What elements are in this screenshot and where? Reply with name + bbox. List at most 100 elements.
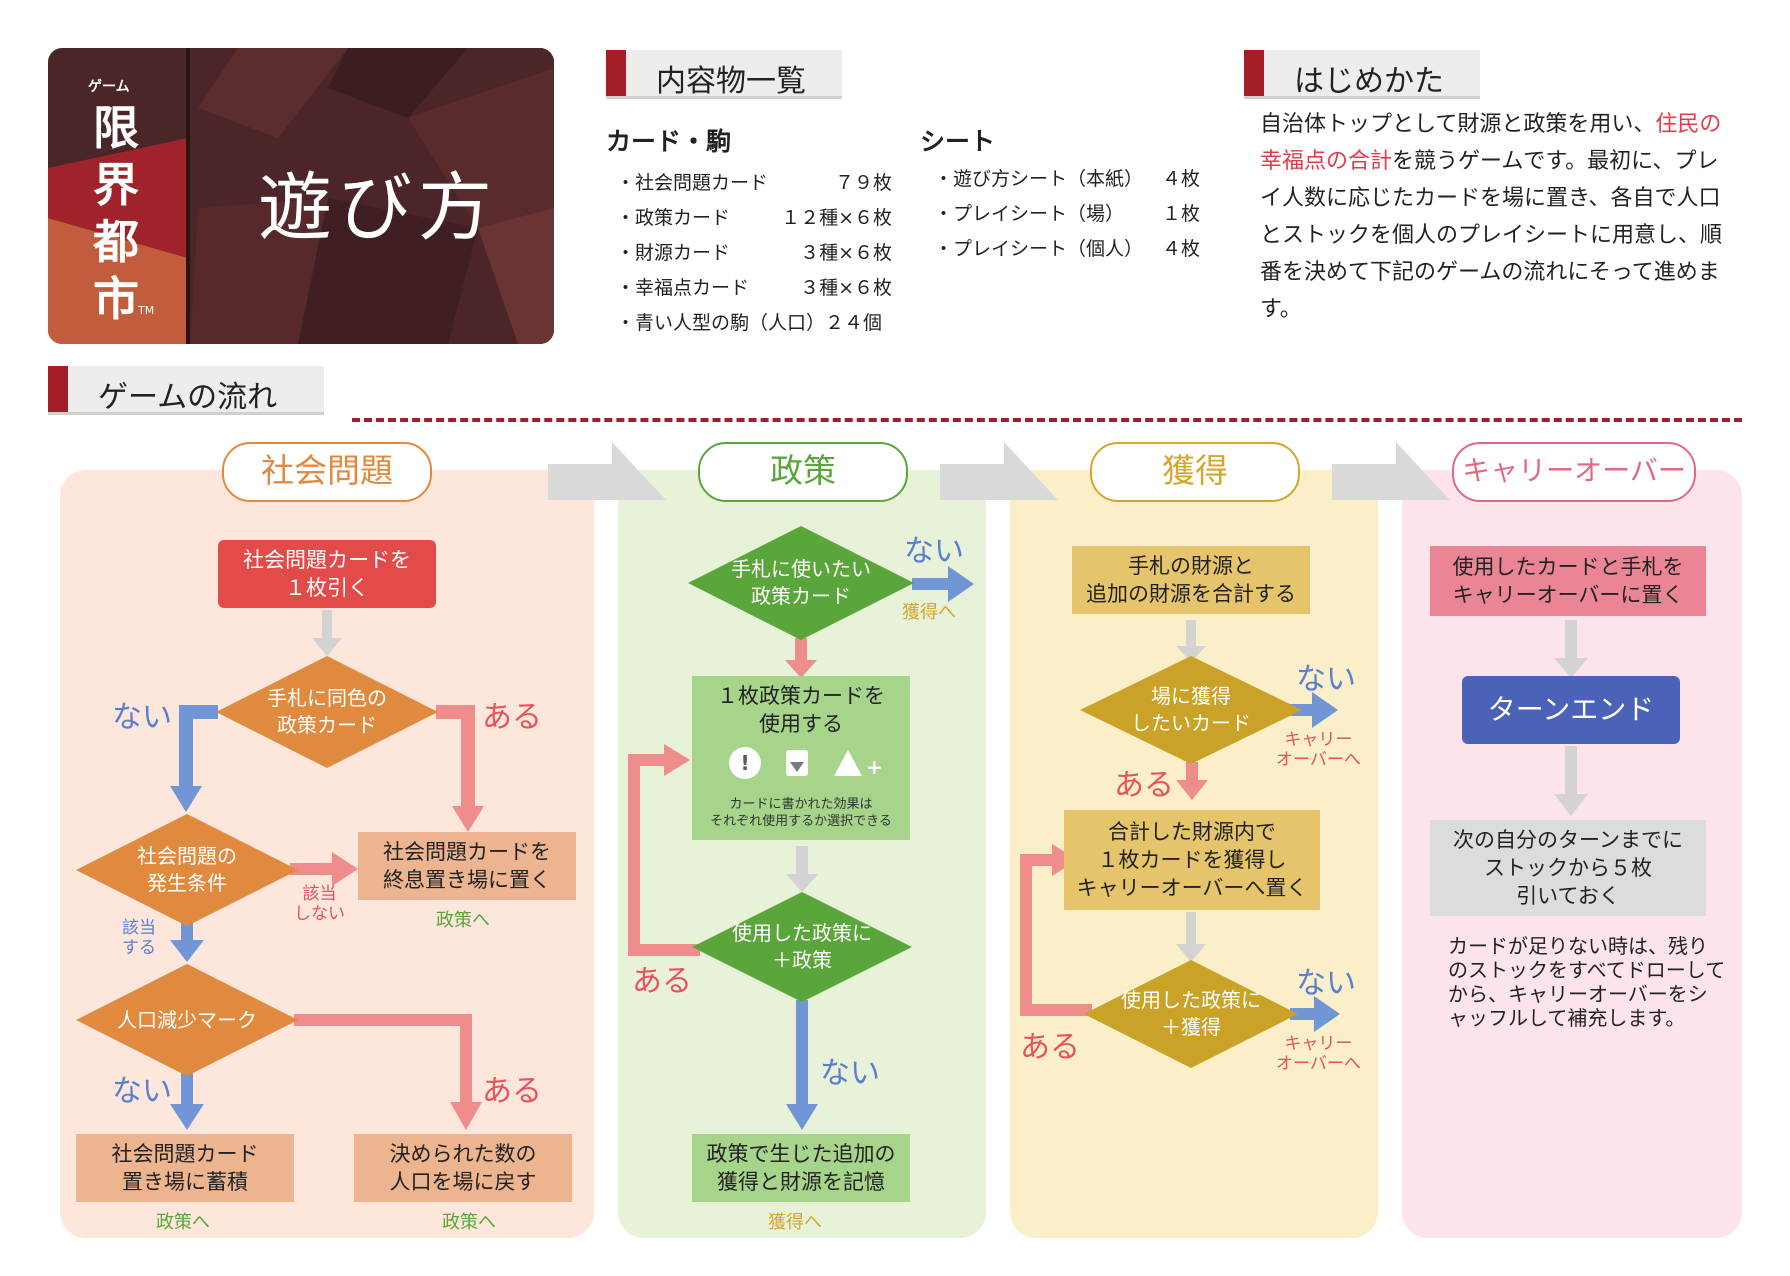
accumulate-step: 社会問題カード 置き場に蓄積 [76,1134,294,1202]
decision-diamond [1084,960,1298,1068]
heading-accent-bar [1244,50,1264,96]
card-item: ・財源カード [616,242,731,264]
decision-label: 場に獲得 したいカード [1131,684,1251,735]
label-yes: ある [1114,768,1174,803]
start-text-highlight: 住民の幸福点の合計 [1260,112,1722,174]
goto-policy: 政策へ [442,1212,496,1233]
heading-accent-bar [606,50,626,96]
start-text-part: を競うゲームです。最初に、プレイ人数に応じたカードを場に置き、各自で人口とストッ… [1260,149,1723,322]
arrow [1176,620,1206,662]
label-not-applicable: 該当 しない [294,884,345,924]
flow-heading: ゲームの流れ [48,366,324,415]
start-description: 自治体トップとして財源と政策を用い、住民の幸福点の合計を競うゲームです。最初に、… [1260,106,1740,328]
logo-game-label: ゲーム [88,79,130,95]
arrow [786,846,818,892]
chevron-right-icon [548,442,666,500]
sheet-item: ・プレイシート（場） [934,203,1125,225]
arrow-yes [294,1014,482,1130]
card-item: ・社会問題カード [616,172,769,194]
decision-diamond [76,814,298,926]
logo-background-pattern [48,48,554,344]
effect-note: カードに書かれた効果は それぞれ使用するか選択できる [710,797,892,829]
arrow [312,610,342,656]
label-no: ない [112,700,172,735]
logo-char: 界 [93,158,139,212]
add-card-icon: + [834,750,882,779]
game-logo-card: ゲーム 限 界 都 市 TM 遊び方 [48,48,554,344]
draw-five-step: 次の自分のターンまでに ストックから５枚 引いておく [1430,820,1706,916]
heading-accent-bar [48,366,68,412]
arrow [1176,912,1206,962]
decision-label: 手札に使いたい 政策カード [731,557,871,608]
place-closing-step: 社会問題カードを 終息置き場に置く [358,832,576,900]
decision-diamond [688,526,914,640]
arrow [1554,620,1588,678]
sheet-qty: ４枚 [1161,238,1200,260]
logo-divider [186,48,190,344]
phase-policy: 政策 [698,442,908,502]
sheets-category-title: シート [920,127,996,156]
carry-over-place-step: 使用したカードと手札を キャリーオーバーに置く [1430,546,1706,616]
goto-policy: 政策へ [436,910,490,931]
turn-end: ターンエンド [1462,676,1680,744]
chevron-right-icon [940,442,1058,500]
arrow-yes [436,705,484,832]
trademark-mark: TM [138,304,155,317]
population-mark-decision: 人口減少マーク [76,964,298,1076]
arrow [785,638,817,678]
decision-diamond [216,656,438,768]
label-applicable: 該当 する [122,918,156,958]
warning-icon: ! [729,747,761,779]
arrow-not-applicable [290,852,358,886]
sheet-item: ・遊び方シート（本紙） [934,168,1144,190]
sheet-qty: １枚 [1161,203,1200,225]
label-yes: ある [482,700,542,735]
decision-label: 使用した政策に ＋政策 [732,921,872,972]
card-item: ・政策カード [616,207,731,229]
label-yes: ある [482,1074,542,1109]
card-qty: １２種×６枚 [781,207,892,229]
logo-game-name: 限 界 都 市 [86,100,146,328]
goto-carry-over: キャリー オーバーへ [1276,730,1361,770]
label-yes: ある [632,964,692,999]
cards-category-title: カード・駒 [606,127,732,156]
goto-carry-over: キャリー オーバーへ [1276,1034,1361,1074]
arrow-no [786,1000,818,1130]
label-no: ない [1296,662,1356,697]
label-yes: ある [1020,1030,1080,1065]
contents-heading: 内容物一覧 [606,50,842,99]
svg-text:+: + [866,755,882,779]
same-color-policy-decision: 手札に同色の 政策カード [216,656,438,768]
card-item: ・幸福点カード [616,277,750,299]
draw-social-card-step: 社会問題カードを １枚引く [218,540,436,608]
chevron-right-icon [1332,442,1450,500]
dashed-divider [352,418,1742,422]
goto-policy: 政策へ [156,1212,210,1233]
plus-acquire-decision: 使用した政策に ＋獲得 [1084,960,1298,1068]
condition-decision: 社会問題の 発生条件 [76,814,298,926]
label-no: ない [820,1056,880,1091]
goto-acquire: 獲得へ [902,602,956,623]
start-heading-text: はじめかた [1294,64,1444,99]
plus-policy-decision: 使用した政策に ＋政策 [692,892,912,1002]
label-no: ない [1296,966,1356,1001]
phase-carry-over: キャリーオーバー [1452,442,1696,502]
acquire-card-step: 合計した財源内で １枚カードを獲得し キャリーオーバーへ置く [1064,810,1320,910]
arrow-no [170,705,218,812]
arrow [1554,746,1588,816]
arrow-yes [1176,762,1208,800]
label-no: ない [112,1074,172,1109]
phase-acquire: 獲得 [1090,442,1300,502]
remember-step: 政策で生じた追加の 獲得と財源を記憶 [692,1134,910,1202]
card-qty: ３種×６枚 [800,277,892,299]
logo-char: 市 [93,272,139,326]
decision-diamond [692,892,912,1002]
decision-label: 使用した政策に ＋獲得 [1121,988,1261,1039]
phase-social: 社会問題 [222,442,432,502]
arrow-no [1290,996,1340,1032]
decision-diamond [76,964,298,1076]
decision-diamond [1080,656,1302,764]
card-item: ・青い人型の駒（人口）２４個 [616,312,883,334]
card-qty: ３種×６枚 [800,242,892,264]
